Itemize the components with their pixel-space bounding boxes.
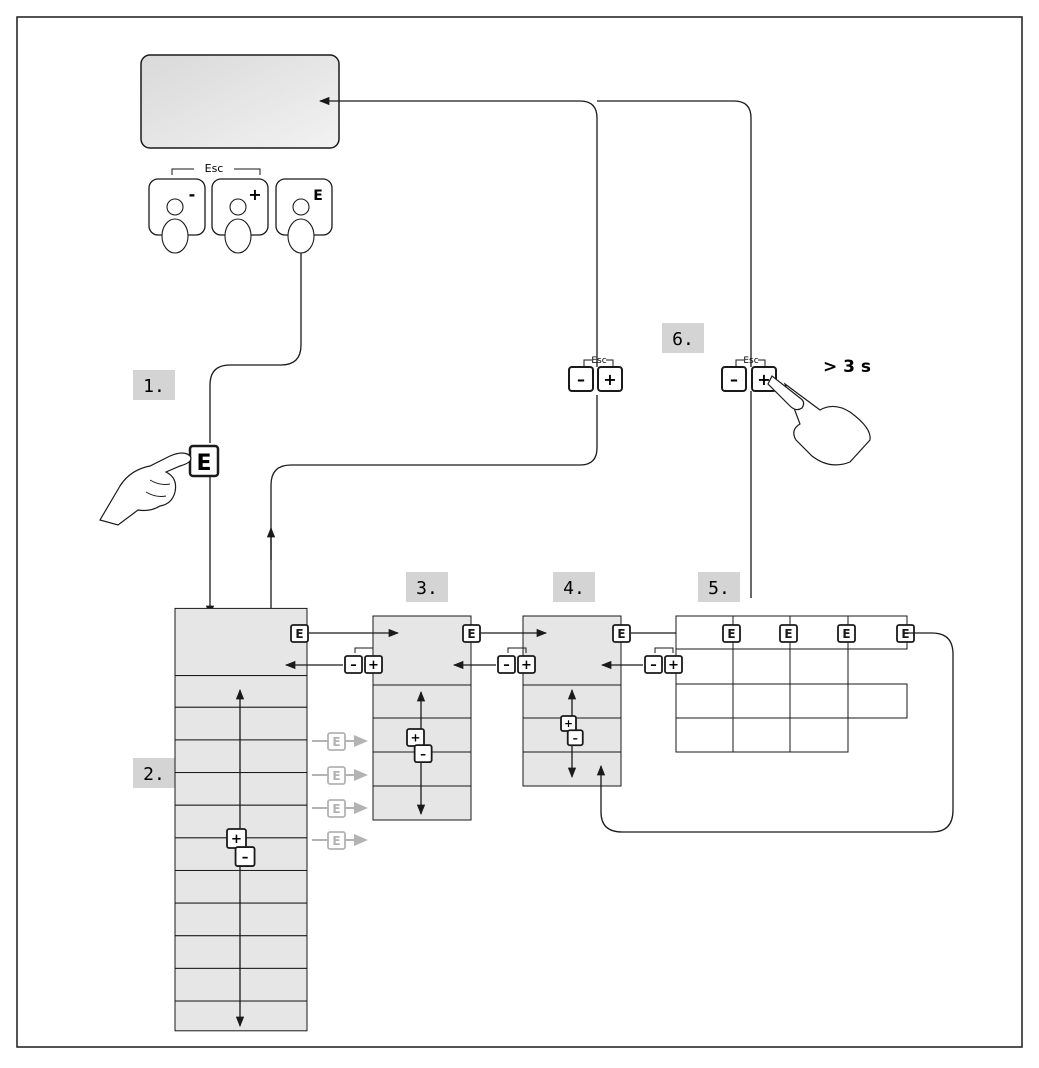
menu-cell bbox=[175, 870, 307, 903]
svg-text:–: – bbox=[350, 658, 357, 673]
svg-text:E: E bbox=[727, 627, 735, 641]
esc-label: Esc bbox=[205, 162, 224, 175]
svg-text:+: + bbox=[231, 832, 242, 847]
menu-cell bbox=[373, 685, 471, 718]
menu-cell bbox=[175, 773, 307, 806]
svg-text:+: + bbox=[757, 370, 770, 389]
svg-text:5.: 5. bbox=[708, 578, 730, 599]
svg-text:E: E bbox=[196, 451, 211, 476]
svg-text:–: – bbox=[730, 370, 738, 389]
svg-text:E: E bbox=[332, 802, 340, 816]
long-press-label: > 3 s bbox=[823, 357, 871, 377]
svg-text:E: E bbox=[901, 627, 909, 641]
enter-key-col4[interactable]: E bbox=[613, 625, 630, 642]
svg-text:E: E bbox=[332, 735, 340, 749]
step-badge-3: 3. bbox=[406, 572, 448, 602]
step-badge-4: 4. bbox=[553, 572, 595, 602]
enter-key-label: E bbox=[313, 188, 323, 204]
enter-key-col3[interactable]: E bbox=[463, 625, 480, 642]
menu-cell bbox=[175, 1001, 307, 1031]
svg-text:–: – bbox=[242, 851, 249, 866]
menu-cell bbox=[175, 936, 307, 969]
svg-text:1.: 1. bbox=[143, 376, 165, 397]
svg-text:E: E bbox=[617, 627, 625, 641]
ghost-enter-key[interactable]: E bbox=[328, 800, 345, 817]
svg-text:Esc: Esc bbox=[591, 356, 606, 366]
svg-text:4.: 4. bbox=[563, 578, 585, 599]
svg-text:+: + bbox=[603, 370, 616, 389]
svg-text:–: – bbox=[573, 733, 578, 745]
svg-text:–: – bbox=[650, 658, 657, 673]
svg-text:+: + bbox=[668, 658, 679, 673]
svg-text:E: E bbox=[295, 627, 303, 641]
menu-cell bbox=[175, 676, 307, 708]
enter-key-col2[interactable]: E bbox=[291, 625, 308, 642]
svg-text:3.: 3. bbox=[416, 578, 438, 599]
svg-text:E: E bbox=[332, 769, 340, 783]
plus-key-label: + bbox=[248, 185, 261, 204]
enter-key-col5-2[interactable]: E bbox=[780, 625, 797, 642]
column-3-cells bbox=[373, 616, 471, 820]
menu-cell bbox=[523, 616, 621, 685]
svg-text:6.: 6. bbox=[672, 329, 694, 350]
svg-text:–: – bbox=[577, 370, 585, 389]
svg-text:+: + bbox=[564, 718, 573, 730]
enter-key-col5-1[interactable]: E bbox=[723, 625, 740, 642]
menu-cell bbox=[175, 707, 307, 740]
svg-text:2.: 2. bbox=[143, 764, 165, 785]
lcd-display bbox=[141, 55, 339, 148]
svg-text:+: + bbox=[411, 731, 421, 745]
menu-cell bbox=[175, 903, 307, 936]
column-2-cells bbox=[175, 608, 307, 1030]
svg-text:–: – bbox=[420, 747, 426, 761]
large-enter-key[interactable]: E bbox=[190, 446, 218, 476]
figure-border bbox=[17, 17, 1022, 1047]
svg-text:E: E bbox=[784, 627, 792, 641]
ghost-enter-key[interactable]: E bbox=[328, 767, 345, 784]
menu-cell bbox=[175, 968, 307, 1001]
menu-cell bbox=[373, 786, 471, 820]
menu-cell bbox=[373, 616, 471, 685]
svg-text:E: E bbox=[467, 627, 475, 641]
menu-cell bbox=[175, 740, 307, 773]
svg-text:–: – bbox=[503, 658, 510, 673]
enter-key-col5-3[interactable]: E bbox=[838, 625, 855, 642]
minus-key-label: - bbox=[189, 185, 196, 204]
svg-text:E: E bbox=[332, 834, 340, 848]
svg-text:+: + bbox=[521, 658, 532, 673]
step-badge-2: 2. bbox=[133, 758, 175, 788]
ghost-enter-key[interactable]: E bbox=[328, 832, 345, 849]
step-badge-5: 5. bbox=[698, 572, 740, 602]
step-badge-6: 6. bbox=[662, 323, 704, 353]
svg-text:+: + bbox=[368, 658, 379, 673]
ghost-enter-key[interactable]: E bbox=[328, 733, 345, 750]
svg-text:E: E bbox=[842, 627, 850, 641]
step-badge-1: 1. bbox=[133, 370, 175, 400]
